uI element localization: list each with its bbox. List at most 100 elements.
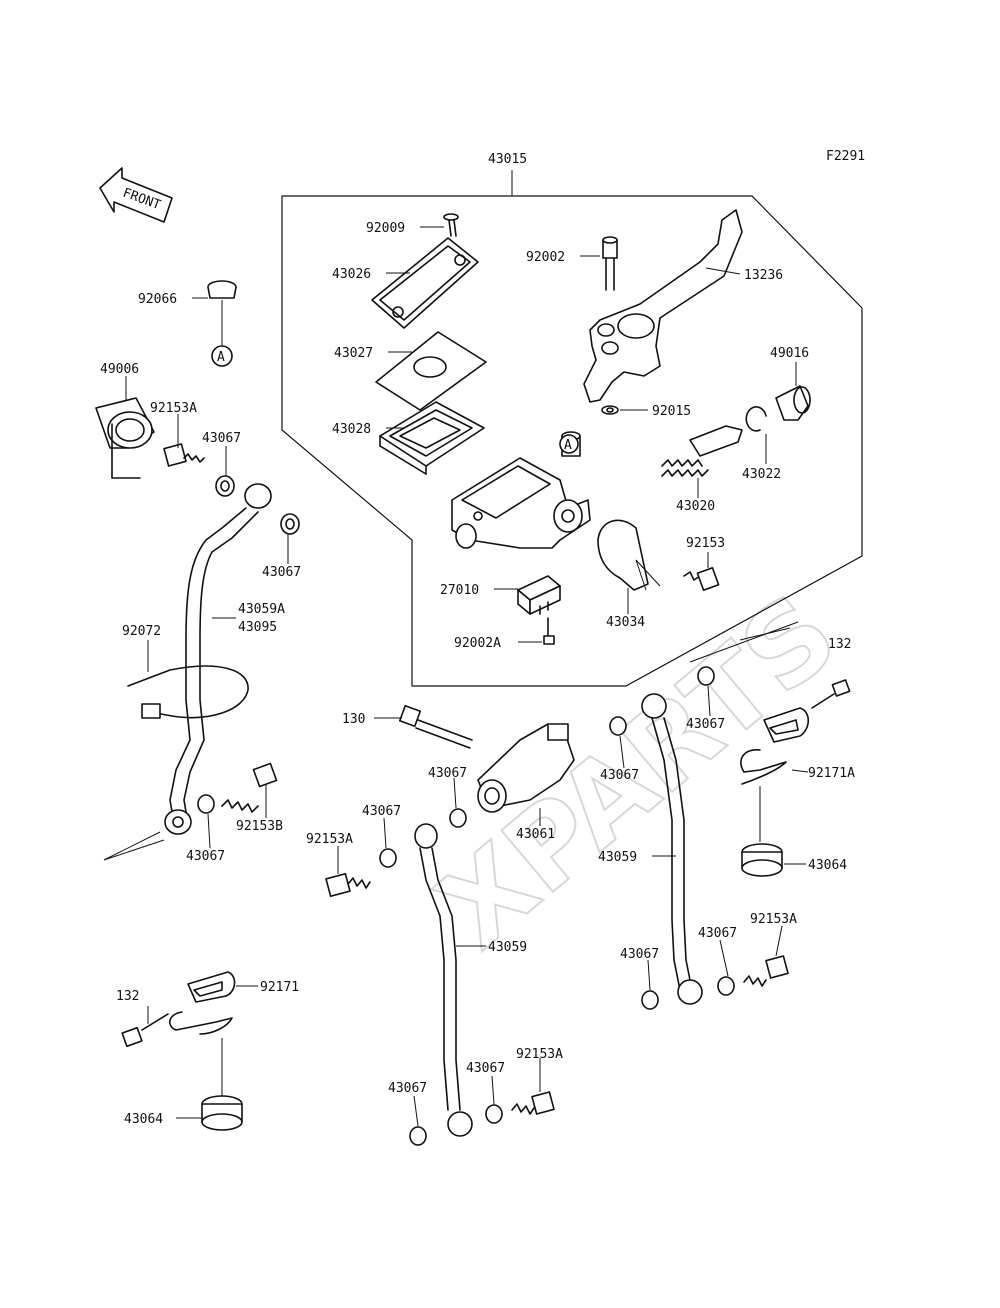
part-label: 43027	[334, 346, 373, 361]
part-label: 132	[116, 989, 139, 1004]
part-label: 43067	[698, 926, 737, 941]
screw-92009	[443, 213, 459, 237]
washer-h	[697, 666, 715, 686]
ref-marker-outer-text: A	[217, 350, 225, 365]
part-label: 92002A	[454, 636, 501, 651]
part-label: 92153	[686, 536, 725, 551]
brake-hose-43059a	[103, 483, 272, 861]
washer-c	[197, 794, 215, 814]
part-label: 92066	[138, 292, 177, 307]
part-label: 49016	[770, 346, 809, 361]
front-arrow-icon: FRONT	[99, 167, 173, 223]
part-label: 43026	[332, 267, 371, 282]
brake-hose-43059-center	[414, 823, 473, 1137]
nut-92015	[601, 405, 619, 415]
part-label: 43064	[808, 858, 847, 873]
bolt-130	[398, 704, 473, 749]
front-label: FRONT	[121, 186, 163, 214]
part-label: 43020	[676, 499, 715, 514]
assembly-label: 43015	[488, 152, 527, 167]
circlip-43022	[745, 406, 767, 432]
pointer-132b	[739, 627, 791, 641]
banjo-bolt-92153a-left	[163, 443, 205, 467]
part-label: 92072	[122, 624, 161, 639]
leader-lines	[125, 226, 809, 1127]
part-label: 92009	[366, 221, 405, 236]
part-label: 43064	[124, 1112, 163, 1127]
washer-f	[409, 1126, 427, 1146]
screw-92002a	[543, 617, 555, 645]
part-label: 43067	[428, 766, 467, 781]
part-label: 92171	[260, 980, 299, 995]
part-label: 43067	[466, 1061, 505, 1076]
part-label: 43067	[388, 1081, 427, 1096]
part-label: 43067	[686, 717, 725, 732]
banjo-bolt-92153a-lower	[511, 1091, 555, 1115]
part-label: 92153A	[750, 912, 797, 927]
assembly-frame	[281, 195, 863, 687]
grommet-43064-left	[201, 1095, 243, 1131]
part-label: 13236	[744, 268, 783, 283]
part-label: 43067	[600, 768, 639, 783]
part-label: 43067	[186, 849, 225, 864]
ref-marker-outer	[211, 345, 233, 367]
part-label: 43067	[362, 804, 401, 819]
diaphragm-plate-43027	[375, 331, 487, 411]
pointer-132	[689, 621, 799, 663]
washer-b	[280, 513, 300, 535]
part-label: 92153A	[150, 401, 197, 416]
dust-boot-49016	[775, 385, 811, 421]
part-label: 43059A	[238, 602, 285, 617]
part-label: 92015	[652, 404, 691, 419]
reservoir-cap-43026	[371, 237, 479, 329]
washer-g	[485, 1104, 503, 1124]
washer-i	[609, 716, 627, 736]
part-label: 92002	[526, 250, 565, 265]
cap-92066	[207, 280, 237, 346]
figure-code: F2291	[826, 149, 865, 164]
pivot-bolt-92002	[602, 236, 618, 291]
ref-marker-inner-text: A	[564, 438, 572, 453]
piston-kit-43020	[661, 425, 743, 477]
part-label: 27010	[440, 583, 479, 598]
bracket-92171a	[740, 707, 810, 842]
bracket-92171	[169, 971, 236, 1100]
hose-clamp-92072	[127, 665, 249, 719]
washer-b-hole	[285, 518, 295, 530]
brake-lever-13236	[583, 209, 743, 403]
reservoir-49006	[95, 397, 155, 479]
part-label: 43022	[742, 467, 781, 482]
part-label: 43067	[202, 431, 241, 446]
part-label: 43059	[488, 940, 527, 955]
part-label: 43061	[516, 827, 555, 842]
part-label: 92153A	[516, 1047, 563, 1062]
bolt-92153	[683, 567, 720, 591]
ref-marker-inner	[559, 434, 579, 454]
bolt-132-right	[811, 679, 851, 709]
banjo-bolt-92153a-center	[325, 872, 371, 898]
washer-j	[641, 990, 659, 1010]
washer-d	[449, 808, 467, 828]
washer-a	[215, 475, 235, 497]
part-label: 43034	[606, 615, 645, 630]
part-label: 132	[828, 637, 851, 652]
brake-switch-27010	[517, 575, 561, 615]
part-label: 92153A	[306, 832, 353, 847]
part-label: 43028	[332, 422, 371, 437]
banjo-bolt-92153a-right	[743, 955, 789, 987]
fitting-43061	[477, 723, 575, 813]
diaphragm-43028	[379, 401, 485, 475]
bolt-92153b	[221, 762, 278, 813]
washer-e	[379, 848, 397, 868]
part-label: 92153B	[236, 819, 283, 834]
washer-a-hole	[220, 480, 230, 492]
part-label: 43067	[262, 565, 301, 580]
grommet-43064-right	[741, 843, 783, 877]
part-label: 43059	[598, 850, 637, 865]
bolt-132-left	[121, 1013, 169, 1048]
part-labels: 92009 43026 43027 43028 92002 13236 4901…	[100, 221, 855, 1127]
part-label: 43067	[620, 947, 659, 962]
part-label: 49006	[100, 362, 139, 377]
